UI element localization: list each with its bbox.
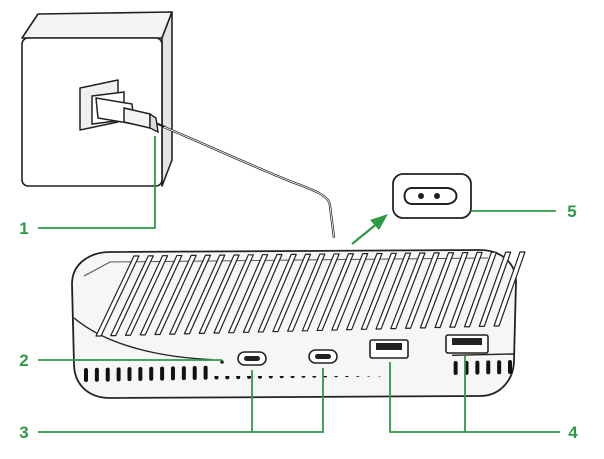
cooling-fin — [257, 253, 297, 333]
power-cable — [163, 125, 336, 239]
usb-c-port-1 — [237, 351, 267, 366]
vent-slot — [149, 366, 154, 381]
cooling-fin — [213, 254, 254, 334]
vent-slot — [138, 366, 143, 381]
cooling-fin — [493, 251, 526, 327]
cooling-fin — [139, 254, 183, 336]
inlet-pin-left — [418, 193, 424, 199]
cooling-fin — [154, 254, 197, 336]
vent-slot — [497, 360, 502, 375]
callout-number-5: 5 — [567, 202, 576, 221]
vent-slot — [127, 367, 132, 382]
cooling-fin — [242, 253, 283, 333]
callout-number-4: 4 — [568, 423, 578, 442]
vent-slot — [84, 368, 88, 382]
vent-slot — [486, 360, 491, 375]
leader-3 — [38, 368, 324, 433]
leader-4 — [389, 362, 560, 433]
cooling-fin — [183, 254, 226, 335]
vent-slot — [181, 366, 186, 381]
cooling-fins — [95, 251, 526, 337]
cooling-fin — [390, 252, 426, 330]
cooling-fin — [198, 254, 240, 335]
cooling-fin — [404, 252, 440, 329]
cooling-fin — [124, 255, 169, 336]
charger-body — [71, 249, 526, 399]
cooling-fin — [272, 253, 312, 333]
cooling-fin — [316, 253, 355, 332]
vent-slot — [105, 367, 110, 382]
power-plug — [79, 79, 167, 134]
callout-leaders — [38, 136, 560, 433]
cooling-fin — [301, 253, 340, 332]
callout-number-2: 2 — [19, 351, 28, 370]
vent-slot — [170, 366, 175, 381]
cooling-fin — [360, 252, 397, 330]
cooling-fin — [345, 252, 383, 331]
inlet-arrow — [351, 214, 388, 245]
cooling-fin — [169, 254, 212, 335]
vent-slot — [508, 360, 512, 374]
vent-slot — [160, 366, 165, 381]
cooling-fin — [449, 251, 483, 328]
power-inlet-detail — [392, 173, 472, 219]
cooling-fin — [110, 255, 154, 337]
vent-slot — [453, 361, 458, 376]
usb-a-port-2 — [445, 334, 489, 354]
vent-slot — [192, 365, 197, 380]
cooling-fin — [375, 252, 412, 330]
usb-a-port-1 — [369, 339, 409, 359]
cooling-fin — [478, 251, 512, 327]
cooling-fin — [434, 251, 469, 329]
vent-slot — [116, 367, 121, 382]
cooling-fin — [287, 253, 326, 332]
cooling-fin — [95, 255, 140, 337]
cooling-fin — [331, 253, 369, 331]
callout-number-1: 1 — [19, 219, 28, 238]
callout-number-3: 3 — [19, 423, 28, 442]
cooling-fin — [419, 252, 455, 329]
status-indicator — [220, 360, 224, 364]
cooling-fin — [228, 254, 269, 334]
vent-slot — [475, 360, 480, 375]
leader-1 — [38, 136, 156, 229]
vent-slot — [94, 367, 99, 382]
usb-c-port-2 — [308, 349, 338, 364]
inlet-pin-right — [434, 193, 440, 199]
cooling-fin — [463, 251, 498, 328]
vent-slot — [203, 365, 208, 380]
